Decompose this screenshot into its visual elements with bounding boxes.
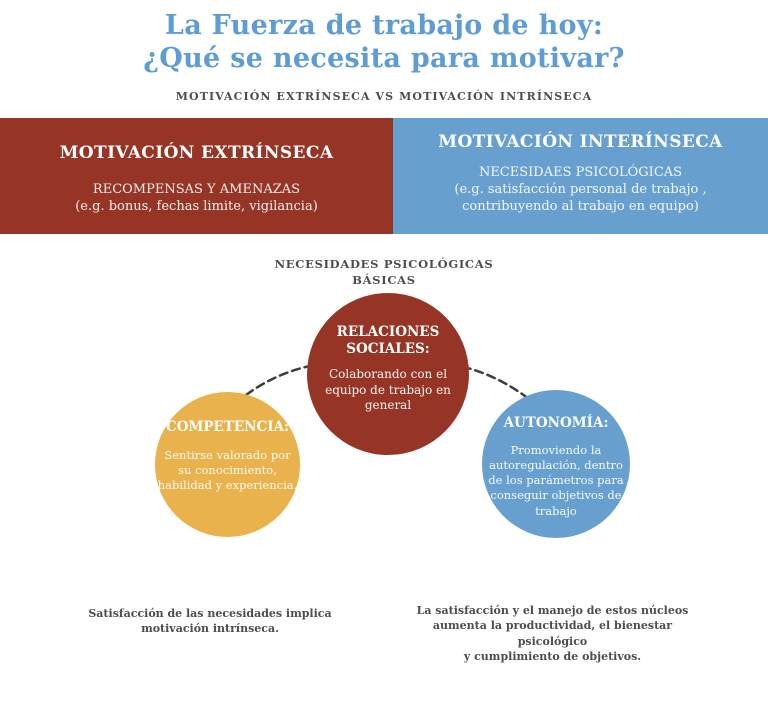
circle-social-relations-title: RELACIONES SOCIALES:: [336, 324, 440, 357]
circle-competence-title: COMPETENCIA:: [165, 419, 290, 435]
banner-extrinsic-line-1: RECOMPENSAS Y AMENAZAS: [92, 182, 301, 197]
page-subtitle: MOTIVACIÓN EXTRÍNSECA VS MOTIVACIÓN INTR…: [175, 89, 593, 103]
banner-intrinsic-title: MOTIVACIÓN INTERÍNSECA: [438, 132, 723, 152]
needs-heading: NECESIDADES PSICOLÓGICAS BÁSICAS: [259, 257, 509, 288]
banner-intrinsic-line-2: (e.g. satisfacción personal de trabajo ,: [454, 181, 707, 197]
page-title-line-1: La Fuerza de trabajo de hoy:: [164, 10, 604, 41]
banner-intrinsic-line-3: contribuyendo al trabajo en equipo): [462, 198, 699, 214]
banner-intrinsic-motivation: MOTIVACIÓN INTERÍNSECA NECESIDAES PSICOL…: [393, 118, 768, 234]
circle-social-relations-body: Colaborando con el equipo de trabajo en …: [325, 366, 451, 413]
footnote-right-line-1: La satisfacción y el manejo de estos núc…: [416, 604, 689, 617]
needs-heading-line-2: BÁSICAS: [352, 272, 416, 287]
banner-extrinsic-motivation: MOTIVACIÓN EXTRÍNSECA RECOMPENSAS Y AMEN…: [0, 118, 393, 234]
circle-autonomy: AUTONOMÍA: Promoviendo la autoregulación…: [482, 390, 630, 538]
banner-extrinsic-title: MOTIVACIÓN EXTRÍNSECA: [59, 143, 334, 163]
banner-extrinsic-line-2: (e.g. bonus, fechas limite, vigilancia): [75, 198, 318, 214]
circle-competence: COMPETENCIA: Sentirse valorado por su co…: [155, 392, 300, 537]
footnote-left-line-1: Satisfacción de las necesidades implica: [88, 607, 332, 620]
needs-heading-line-1: NECESIDADES PSICOLÓGICAS: [274, 257, 494, 271]
footnote-right-line-3: y cumplimiento de objetivos.: [463, 650, 642, 664]
circle-autonomy-title: AUTONOMÍA:: [503, 415, 609, 431]
comparison-banners: MOTIVACIÓN EXTRÍNSECA RECOMPENSAS Y AMEN…: [0, 118, 768, 234]
footnote-left-line-2: motivación intrínseca.: [141, 622, 279, 636]
header: La Fuerza de trabajo de hoy: ¿Qué se nec…: [0, 10, 768, 103]
footnote-benefits: La satisfacción y el manejo de estos núc…: [410, 603, 695, 665]
circle-competence-body: Sentirse valorado por su conocimiento, h…: [157, 447, 298, 493]
circle-social-relations: RELACIONES SOCIALES: Colaborando con el …: [307, 293, 469, 455]
page-title-line-2: ¿Qué se necesita para motivar?: [143, 42, 625, 74]
footnote-right-line-2: aumenta la productividad, el bienestar p…: [432, 619, 673, 648]
banner-intrinsic-line-1: NECESIDAES PSICOLÓGICAS: [478, 165, 683, 180]
footnote-intrinsic-motivation: Satisfacción de las necesidades implica …: [85, 606, 335, 637]
circle-autonomy-body: Promoviendo la autoregulación, dentro de…: [488, 442, 624, 518]
